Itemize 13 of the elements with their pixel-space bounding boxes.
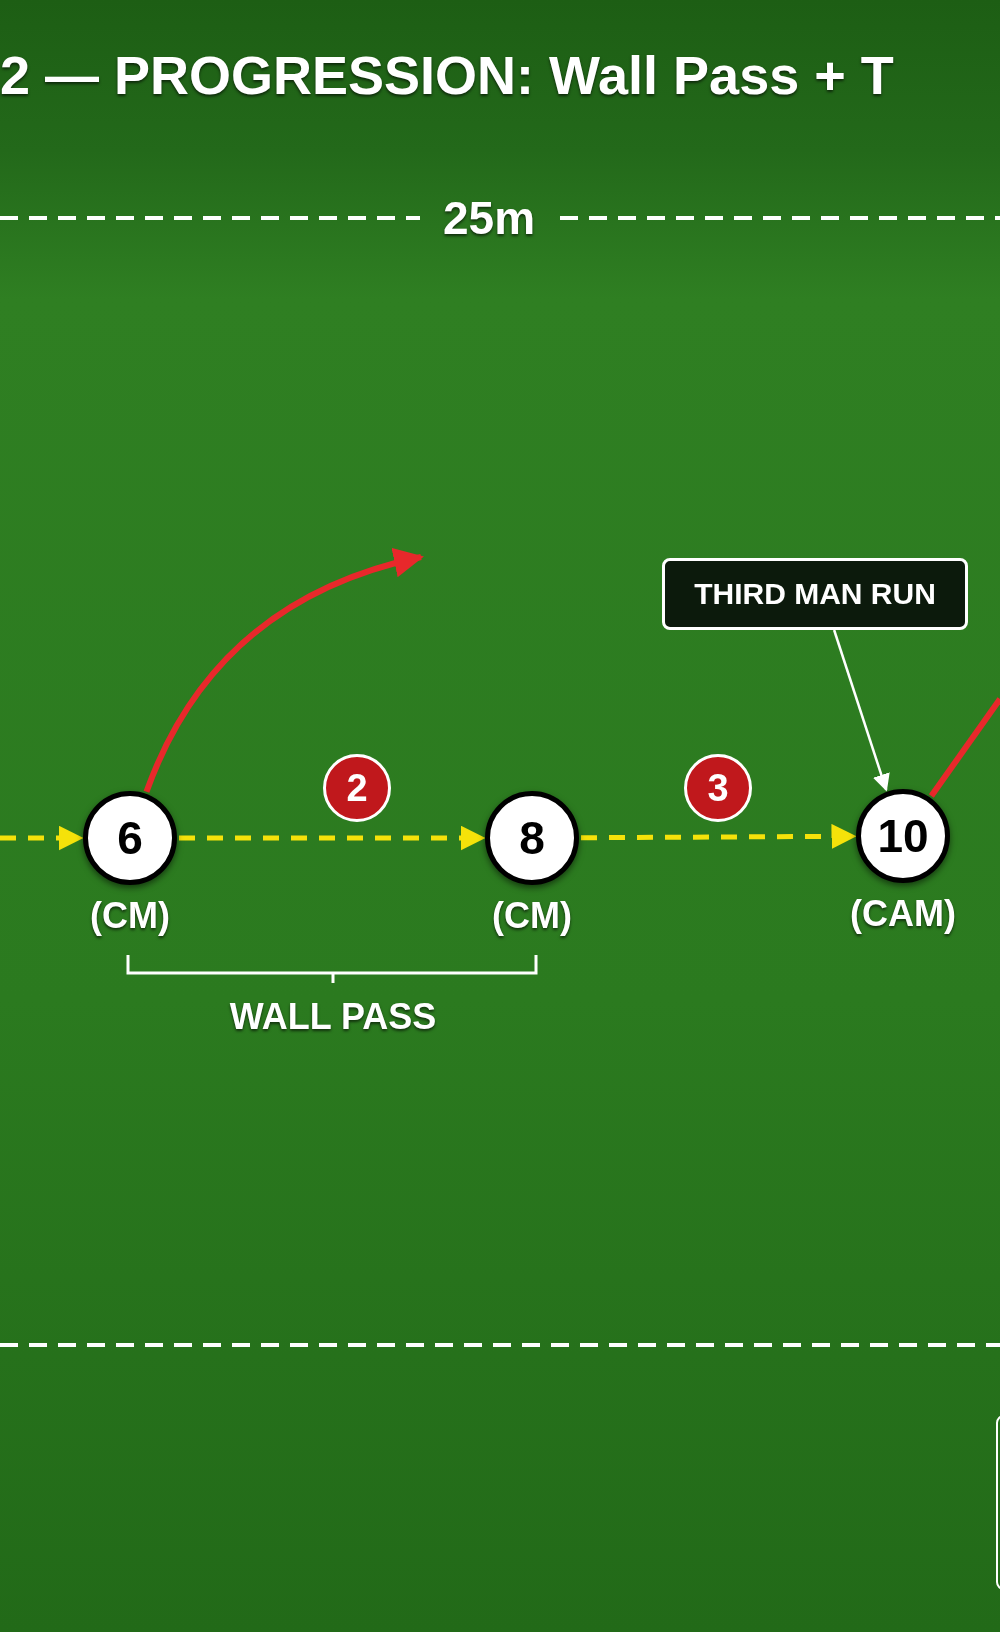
run-arrow [0, 825, 84, 851]
run-arrow [143, 548, 424, 793]
callout-box: THIRD MAN RUN [662, 558, 968, 630]
step-number: 3 [684, 754, 752, 822]
pass-arrow [179, 825, 486, 851]
pass-arrow [581, 823, 857, 849]
position-label: (CM) [492, 898, 572, 934]
bracket-label: WALL PASS [229, 995, 437, 1039]
position-label: (CAM) [850, 896, 956, 932]
title: 2 — PROGRESSION: Wall Pass + T [0, 48, 894, 102]
step-number: 2 [323, 754, 391, 822]
dimension-label: 25m [442, 190, 536, 246]
position-label: (CM) [90, 898, 170, 934]
